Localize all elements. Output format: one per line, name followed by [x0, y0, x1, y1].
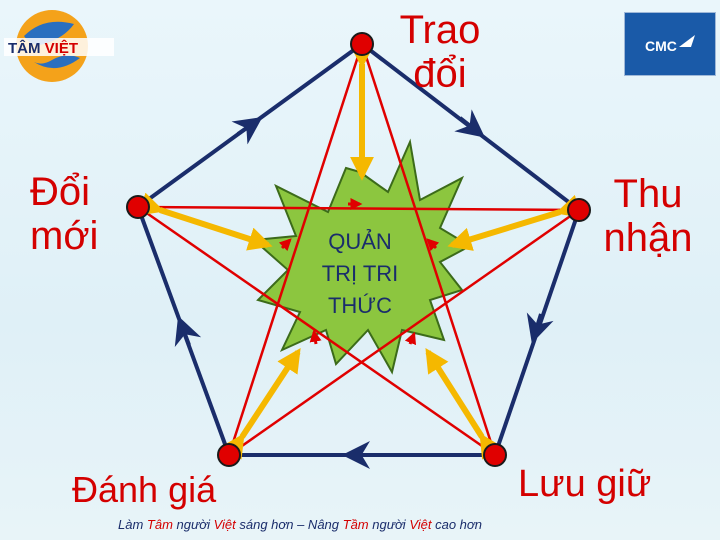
- node-thu-nhan: [567, 198, 591, 222]
- tam-viet-logo: TÂM VIỆT: [4, 10, 114, 82]
- double-arrow: [221, 347, 301, 460]
- slogan-highlight: Việt: [409, 517, 432, 532]
- label-luu-giu: Lưu giữ: [518, 463, 652, 505]
- double-arrow: [447, 194, 582, 251]
- label-doi-moi: Đổi mới: [30, 170, 99, 258]
- inward-arrow: [278, 238, 292, 252]
- label-danh-gia: Đánh giá: [72, 469, 217, 510]
- knowledge-burst: [251, 138, 473, 375]
- label-thu-nhan: Thu nhận: [603, 172, 693, 260]
- flow-arrow: [174, 315, 202, 348]
- slogan-highlight: Tâm: [146, 517, 173, 532]
- double-arrow: [138, 192, 273, 251]
- label-trao-doi: Trao đổi: [399, 8, 481, 96]
- node-trao-doi: [350, 32, 374, 56]
- slogan-text: người: [172, 517, 214, 532]
- star-line: [137, 205, 580, 212]
- slogan-highlight: Tầm: [342, 517, 369, 532]
- slogan-highlight: Việt: [213, 517, 236, 532]
- slogan-text: sáng hơn – Nâng: [235, 517, 343, 532]
- inward-arrow: [309, 329, 322, 345]
- flow-arrow: [231, 117, 263, 145]
- pentagon-nodes: [126, 32, 591, 467]
- node-doi-moi: [126, 195, 150, 219]
- double-arrow: [425, 347, 503, 460]
- inward-arrows: [278, 198, 440, 346]
- flow-arrow: [454, 109, 486, 138]
- slogan-text: Làm: [118, 517, 147, 532]
- center-title-line: TRỊ TRI: [321, 261, 399, 286]
- pentagon-flow-arrows: [174, 109, 554, 469]
- svg-text:TÂM VIỆT: TÂM VIỆT: [8, 39, 78, 57]
- slogan-text: người: [368, 517, 410, 532]
- svg-text:CMC: CMC: [645, 38, 677, 54]
- pentagon-edge: [493, 209, 581, 456]
- footer-slogan: Làm Tâm người Việt sáng hơn – Nâng Tầm n…: [118, 517, 482, 532]
- center-title: QUẢN TRỊ TRI THỨC: [290, 226, 430, 322]
- node-luu-giu: [483, 443, 507, 467]
- slogan-text: cao hơn: [431, 517, 482, 532]
- center-title-line: THỨC: [327, 293, 392, 318]
- cmc-logo: CMC: [624, 12, 716, 76]
- exchange-arrows: [138, 44, 582, 460]
- center-title-line: QUẢN: [328, 229, 392, 254]
- flow-arrow: [526, 312, 554, 344]
- node-danh-gia: [217, 443, 241, 467]
- inward-arrow: [404, 331, 417, 346]
- inward-arrow: [426, 238, 440, 252]
